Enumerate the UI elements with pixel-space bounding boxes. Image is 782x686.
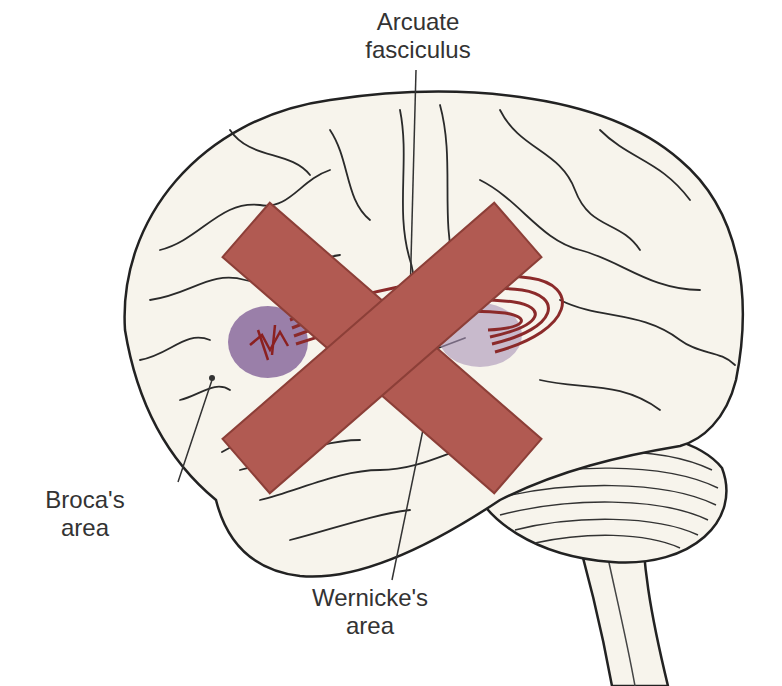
gyri	[140, 105, 735, 540]
part-label: Wernicke's area	[295, 584, 445, 639]
part-label: Arcuate fasciculus	[333, 8, 503, 63]
broca-fibres	[250, 325, 288, 360]
leader-dot	[209, 375, 215, 381]
cross-mark	[223, 203, 542, 494]
part-label: Broca's area	[30, 486, 140, 541]
cerebrum	[125, 92, 743, 577]
